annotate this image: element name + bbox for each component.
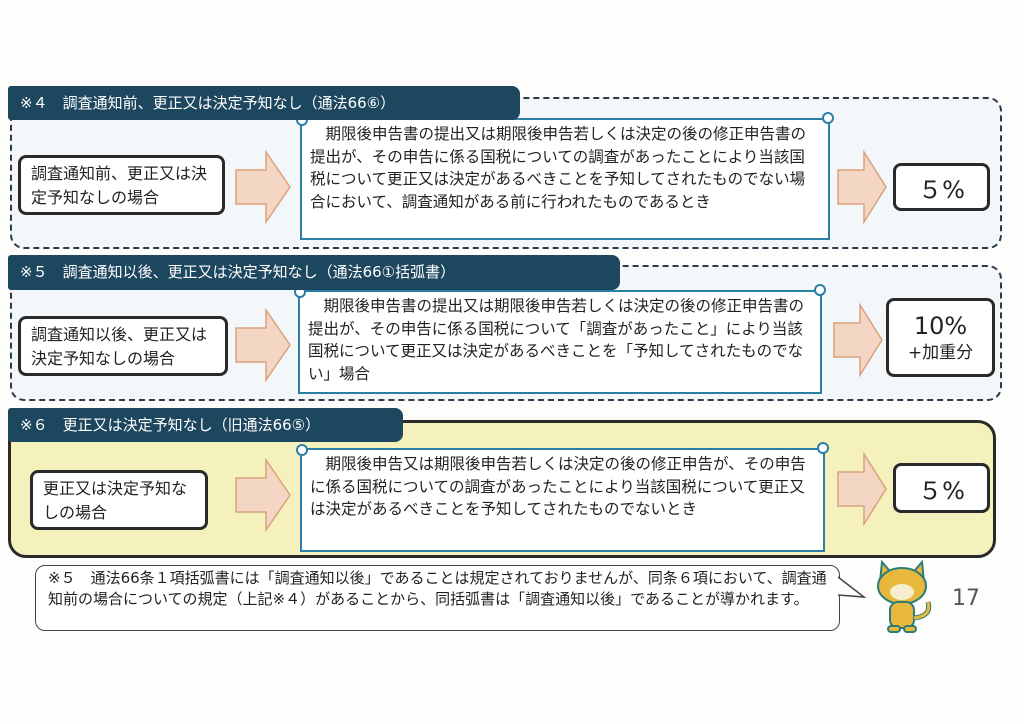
arrow-right-icon bbox=[235, 458, 291, 532]
section-5-case: 調査通知以後、更正又は決定予知なしの場合 bbox=[18, 316, 228, 376]
arrow-right-icon bbox=[235, 308, 291, 382]
section-4-header: ※４ 調査通知前、更正又は決定予知なし（通法66⑥） bbox=[8, 86, 520, 120]
cat-mascot-icon bbox=[877, 559, 932, 633]
section-4-case: 調査通知前、更正又は決定予知なしの場合 bbox=[18, 155, 225, 215]
section-6-condition: 期限後申告又は期限後申告若しくは決定の後の修正申告が、その申告に係る国税について… bbox=[296, 442, 829, 552]
footnote-bubble: ※５ 通法66条１項括弧書には「調査通知以後」であることは規定されておりませんが… bbox=[35, 565, 840, 631]
section-5-condition: 期限後申告書の提出又は期限後申告若しくは決定の後の修正申告書の提出が、その申告に… bbox=[294, 284, 826, 394]
page-number: 17 bbox=[952, 586, 980, 611]
section-5-rate: 10%+加重分 bbox=[886, 298, 995, 377]
section-6-case: 更正又は決定予知なしの場合 bbox=[30, 470, 208, 530]
arrow-right-icon bbox=[837, 150, 887, 224]
section-4-rate: ５% bbox=[893, 163, 990, 211]
arrow-right-icon bbox=[833, 303, 883, 377]
speech-tail-icon bbox=[838, 576, 867, 598]
section-5-header: ※５ 調査通知以後、更正又は決定予知なし（通法66①括弧書） bbox=[8, 255, 620, 290]
section-6-header: ※６ 更正又は決定予知なし（旧通法66⑤） bbox=[8, 408, 403, 442]
section-4-condition: 期限後申告書の提出又は期限後申告若しくは決定の後の修正申告書の提出が、その申告に… bbox=[296, 112, 834, 240]
arrow-right-icon bbox=[235, 150, 291, 224]
arrow-right-icon bbox=[837, 452, 887, 526]
section-6-rate: ５% bbox=[893, 463, 990, 513]
